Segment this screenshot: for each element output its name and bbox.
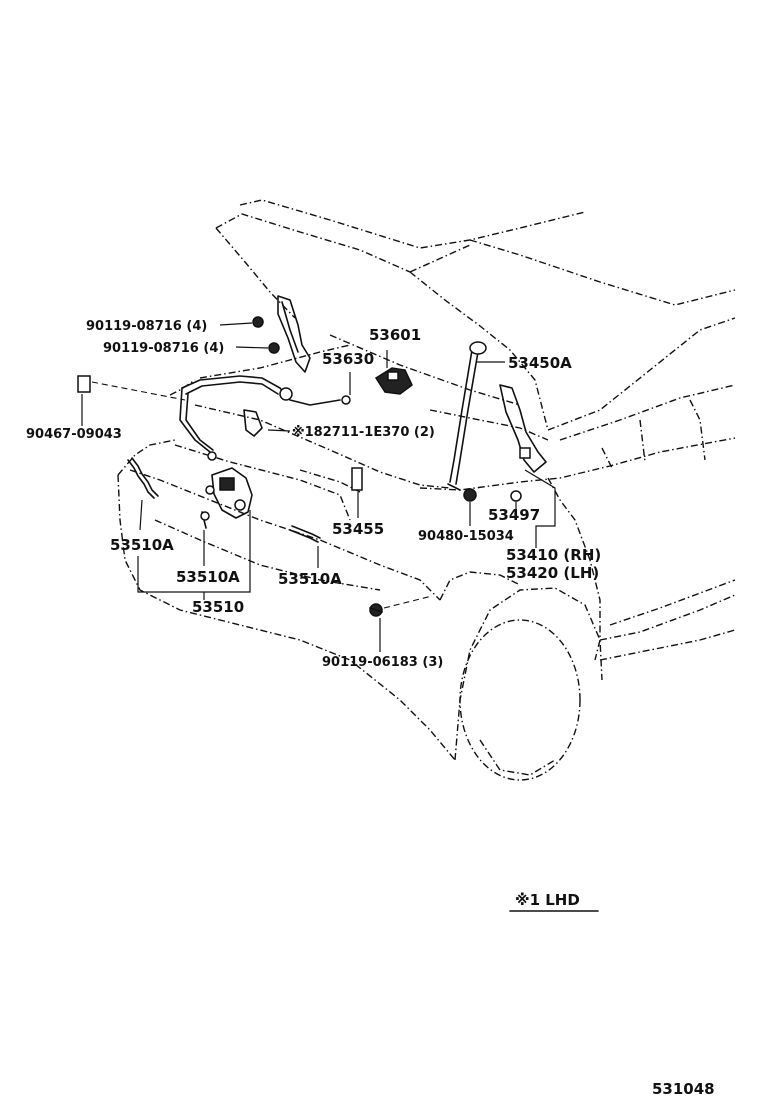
label-grommet: 90480-15034 (418, 529, 514, 544)
fasteners (77, 316, 522, 617)
label-stay-cable: 53601 (369, 326, 421, 344)
vehicle-body-outline (117, 199, 736, 781)
label-latch-assy: 53510 (192, 598, 244, 616)
hood-lock-springs (127, 457, 321, 543)
hood-stay-cable (179, 375, 351, 461)
note-block: ※1 LHD (509, 891, 599, 912)
figure-number: 531048 (652, 1080, 715, 1098)
label-bolt-lower: 90119-08716 (4) (103, 341, 224, 356)
label-cushion: 53455 (332, 520, 384, 538)
label-note-bolt: ※182711-1E370 (2) (292, 425, 435, 440)
note-text: ※1 LHD (515, 891, 580, 909)
label-bolt-front: 90119-06183 (3) (322, 655, 443, 670)
leader-lines (81, 322, 556, 652)
hood-hinge-left (277, 295, 311, 373)
hood-lock-assembly (205, 467, 253, 519)
hood-lock-control (374, 367, 413, 395)
hood-support-rod (447, 341, 487, 491)
label-cable: 53630 (322, 350, 374, 368)
label-hinge-rh: 53410 (RH) (506, 546, 601, 564)
label-hinge-clip: 53497 (488, 506, 540, 524)
label-clip-left: 90467-09043 (26, 427, 122, 442)
label-latch-spring-right: 53510A (278, 570, 342, 588)
label-bolt-upper: 90119-08716 (4) (86, 319, 207, 334)
label-prop-rod: 53450A (508, 354, 572, 372)
part-labels: 90119-08716 (4) 90119-08716 (4) 90467-09… (26, 319, 601, 670)
label-latch-spring-left: 53510A (110, 536, 174, 554)
hood-hinge-right (499, 384, 547, 473)
label-hinge-lh: 53420 (LH) (506, 564, 599, 582)
label-latch-spring-center: 53510A (176, 568, 240, 586)
